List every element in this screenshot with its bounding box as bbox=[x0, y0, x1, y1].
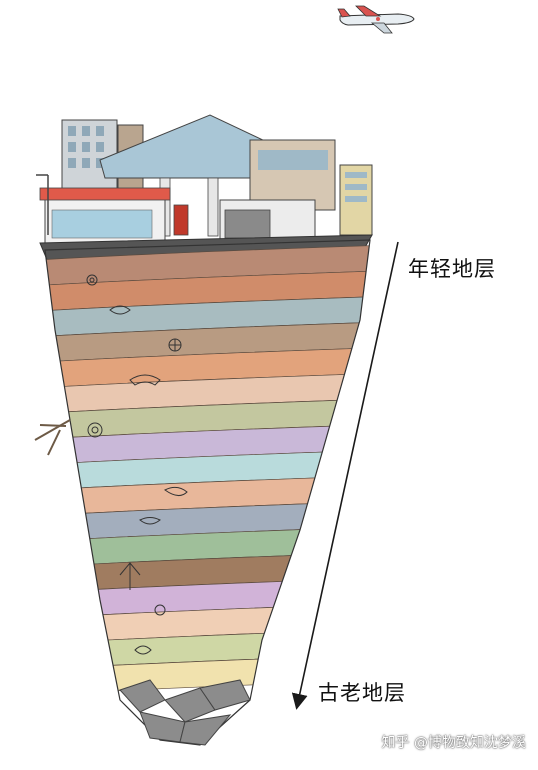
strata-layers bbox=[45, 244, 370, 697]
city-buildings bbox=[36, 114, 373, 246]
fossil-icon bbox=[134, 645, 152, 655]
age-direction-arrow bbox=[291, 241, 399, 710]
fossil-icon bbox=[139, 517, 161, 525]
fossil-icon bbox=[87, 422, 103, 438]
fossil-icon bbox=[86, 274, 98, 286]
fossil-icon bbox=[164, 486, 188, 496]
old-strata-label: 古老地层 bbox=[318, 681, 406, 705]
strata-outline bbox=[44, 239, 371, 746]
fossil-icon bbox=[119, 562, 141, 590]
airplane-icon bbox=[337, 5, 415, 34]
young-strata-label: 年轻地层 bbox=[408, 257, 496, 281]
shop-building bbox=[39, 187, 171, 246]
fossil-icon bbox=[168, 338, 182, 352]
bedrock bbox=[119, 679, 251, 746]
root-sketch bbox=[34, 419, 71, 456]
watermark: 知乎 @博物致知沈梦溪 bbox=[381, 735, 526, 751]
fossil-icon bbox=[129, 374, 161, 386]
fossils bbox=[86, 274, 188, 655]
fossil-icon bbox=[109, 305, 131, 315]
fossil-icon bbox=[154, 604, 166, 616]
